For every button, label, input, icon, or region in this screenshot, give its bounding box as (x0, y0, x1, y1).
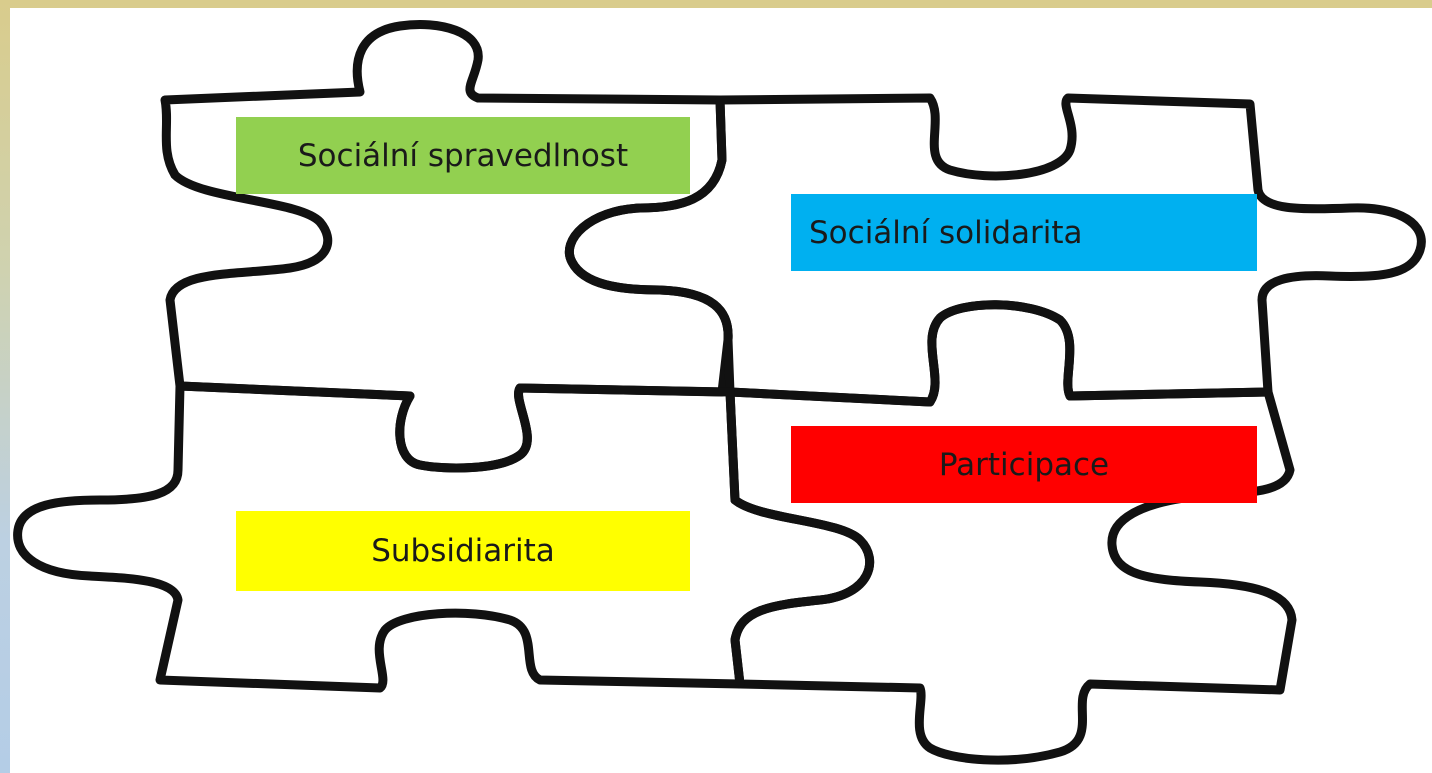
label-subsidiarita: Subsidiarita (236, 511, 690, 591)
puzzle-piece-bottom-right (725, 300, 1297, 765)
label-socialni-spravedlnost: Sociální spravedlnost (236, 117, 690, 194)
puzzle-piece-top-left (160, 20, 733, 473)
label-participace: Participace (791, 426, 1257, 503)
puzzle-piece-bottom-left (13, 381, 874, 693)
label-socialni-solidarita: Sociální solidarita (791, 194, 1257, 271)
